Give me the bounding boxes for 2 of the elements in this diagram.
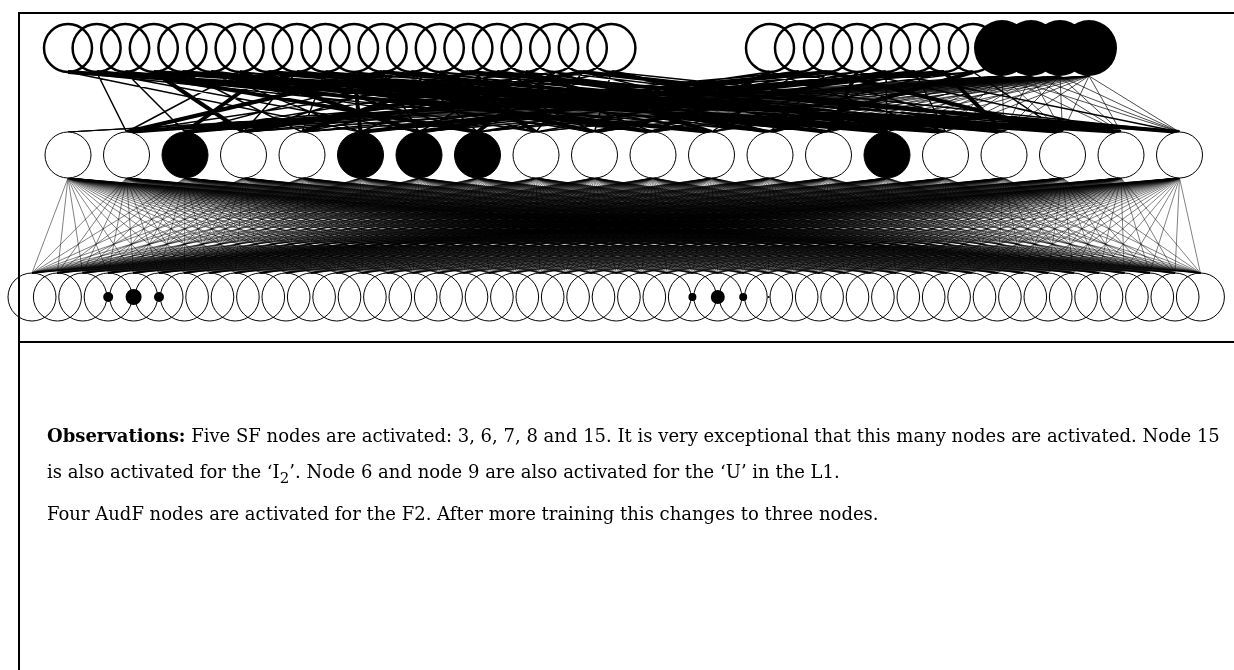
observation-text: Four AudF nodes are activated for the F2. After more training this changes to three nodes. [47,501,880,526]
observation-text: Observations: Five SF nodes are activated: 3, 6, 7, 8 and 15. It is very exceptional that this many nodes are activated. Node 15 is also activated for the ‘I$_{2}$’. Node 6 and node 9 are also activated for the ‘U’ in the L1. [47,424,1221,489]
